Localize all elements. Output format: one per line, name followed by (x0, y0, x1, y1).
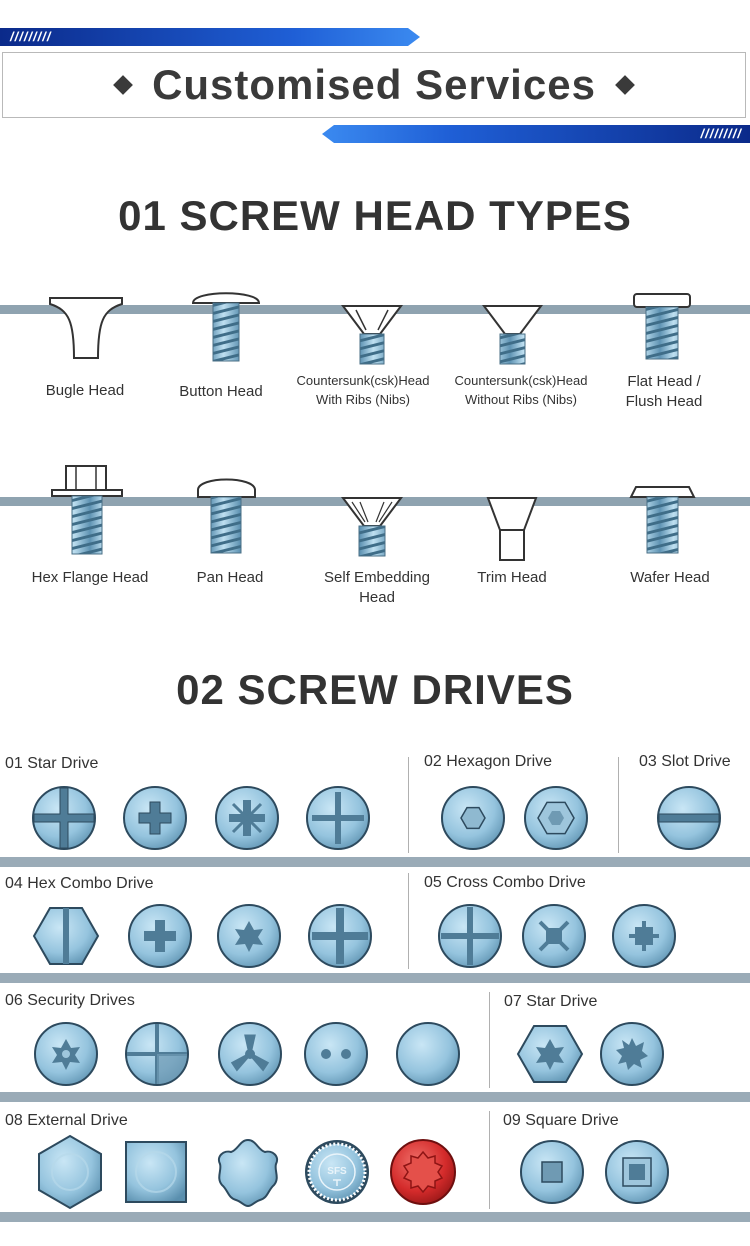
row-divider (0, 1092, 750, 1102)
drive-group-external: 08 External Drive (5, 1112, 128, 1129)
drive-group-star-2: 07 Star Drive (504, 993, 598, 1010)
hex-cross-combo-icon (308, 904, 372, 968)
hexagon-deep-socket-icon (524, 786, 588, 850)
head-types-illustrations (49, 292, 696, 561)
hex-slot-combo-icon (32, 907, 100, 965)
group-separator (489, 992, 490, 1088)
head-label-hex-flange: Hex Flange Head (31, 569, 149, 586)
cross-square-combo-icon (522, 904, 586, 968)
external-torx-icon (218, 1138, 278, 1208)
wafer-head-icon (629, 486, 696, 554)
pozi-star-drive-icon (215, 786, 279, 850)
external-red-splined-icon (390, 1139, 456, 1205)
cross-pozi-combo-icon (612, 904, 676, 968)
security-spanner-icon (304, 1022, 368, 1086)
square-socket-icon (520, 1140, 584, 1204)
cross-slot-combo-icon (438, 904, 502, 968)
drive-group-hexagon: 02 Hexagon Drive (424, 753, 553, 770)
countersunk-no-ribs-head-icon (482, 305, 543, 365)
slot-drive-icon (657, 786, 721, 850)
group-separator (618, 757, 619, 853)
page-title: Customised Services (152, 61, 596, 108)
pan-head-icon (197, 478, 256, 554)
row-divider (0, 857, 750, 867)
security-one-way-icon (125, 1022, 189, 1086)
header-slashes-right: ///////// (700, 126, 742, 141)
section-title-drives: 02 SCREW DRIVES (176, 666, 574, 713)
row-divider (0, 1212, 750, 1222)
drive-group-star: 01 Star Drive (5, 755, 99, 772)
head-label-bugle: Bugle Head (45, 382, 125, 399)
external-hex-icon (38, 1134, 102, 1210)
security-dome-icon (396, 1022, 460, 1086)
group-separator (408, 757, 409, 853)
hex-flange-head-icon (51, 465, 123, 555)
external-square-icon (125, 1141, 187, 1203)
security-tri-wing-icon (218, 1022, 282, 1086)
bugle-head-icon (49, 297, 123, 359)
drive-illustrations: SFS (32, 786, 721, 1210)
hex-phillips-combo-icon (128, 904, 192, 968)
pozi-drive-icon (123, 786, 187, 850)
trim-head-icon (486, 497, 538, 561)
square-combo-socket-icon (605, 1140, 669, 1204)
hex-torx-combo-icon (217, 904, 281, 968)
drive-group-slot: 03 Slot Drive (639, 753, 731, 770)
head-label-self-embedding: Self Embedding Head (324, 569, 430, 606)
external-sfs-badge-icon: SFS (305, 1140, 369, 1204)
self-embedding-head-icon (341, 497, 403, 557)
sfs-badge-text: SFS (327, 1166, 347, 1177)
hex-torx-star-icon (516, 1025, 584, 1083)
row-divider (0, 973, 750, 983)
group-separator (489, 1111, 490, 1209)
flat-head-icon (633, 293, 691, 360)
head-label-csk-no-ribs: Countersunk(csk)Head Without Ribs (Nibs) (454, 373, 588, 407)
head-label-wafer: Wafer Head (630, 569, 710, 586)
drive-group-security: 06 Security Drives (5, 992, 135, 1009)
countersunk-ribs-head-icon (341, 305, 403, 365)
head-label-csk-ribs: Countersunk(csk)Head With Ribs (Nibs) (296, 373, 430, 407)
group-separator (408, 873, 409, 969)
hexagon-socket-icon (441, 786, 505, 850)
header-banner: Customised Services (2, 52, 746, 118)
torx-plus-star-icon (600, 1022, 664, 1086)
header-slashes-left: ///////// (10, 29, 52, 44)
header-stripe-bottom: ///////// (322, 125, 750, 143)
drive-group-hex-combo: 04 Hex Combo Drive (5, 875, 154, 892)
head-label-pan: Pan Head (196, 569, 264, 586)
security-torx-pin-icon (34, 1022, 98, 1086)
head-label-trim: Trim Head (477, 569, 547, 586)
header-stripe-top: ///////// (0, 28, 420, 46)
head-label-flat: Flat Head / Flush Head (625, 373, 703, 410)
drive-group-square: 09 Square Drive (503, 1112, 619, 1129)
button-head-icon (191, 292, 261, 362)
section-title-head-types: 01 SCREW HEAD TYPES (118, 192, 632, 239)
drive-group-cross-combo: 05 Cross Combo Drive (424, 874, 586, 891)
head-label-button: Button Head (179, 383, 263, 400)
phillips-drive-icon (32, 786, 96, 850)
cross-drive-icon (306, 786, 370, 850)
